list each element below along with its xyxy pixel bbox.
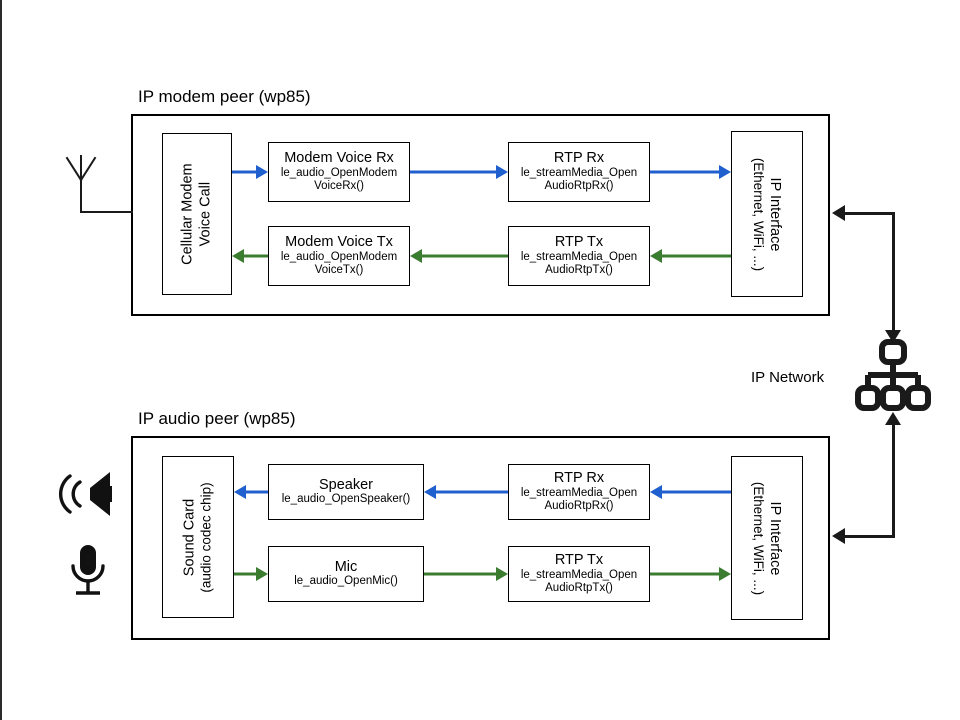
modem-voice-tx-sub2: VoiceTx() <box>314 264 364 277</box>
network-hierarchy-icon <box>855 338 931 419</box>
modem-peer-title: IP modem peer (wp85) <box>138 87 311 106</box>
antenna-icon <box>50 148 140 233</box>
audio-rtp-tx-sub2: AudioRtpTx() <box>545 582 613 595</box>
audio-rtp-tx-title: RTP Tx <box>554 551 604 568</box>
ip-network-label: IP Network <box>751 369 825 386</box>
audio-ip-interface-line1: IP Interface <box>767 501 784 575</box>
modem-ip-interface-line2: (Ethernet, WiFi, ...) <box>751 157 767 271</box>
audio-rtp-tx-sub1: le_streamMedia_Open <box>520 568 638 581</box>
network-link-top-arrowhead-down <box>885 330 901 343</box>
audio-rtp-rx-sub2: AudioRtpRx() <box>544 500 614 513</box>
modem-peer-container <box>131 114 830 316</box>
sound-card-box: Sound Card (audio codec chip) <box>162 456 234 618</box>
audio-ip-interface-box: IP Interface (Ethernet, WiFi, ...) <box>731 456 803 620</box>
modem-rtp-tx-box: RTP Tx le_streamMedia_Open AudioRtpTx() <box>508 226 650 286</box>
mic-sub1: le_audio_OpenMic() <box>294 575 398 588</box>
network-link-bottom-arrowhead-left <box>832 528 845 544</box>
modem-voice-rx-title: Modem Voice Rx <box>284 149 394 166</box>
network-link-top-vertical <box>892 212 895 337</box>
cellular-modem-voice-call-box: Cellular Modem Voice Call <box>162 133 232 295</box>
modem-rtp-tx-title: RTP Tx <box>554 233 604 250</box>
modem-rtp-tx-sub1: le_streamMedia_Open <box>520 250 638 263</box>
speaker-icon <box>58 466 116 523</box>
speaker-title: Speaker <box>318 476 373 493</box>
modem-rtp-rx-title: RTP Rx <box>553 149 605 166</box>
audio-peer-container <box>131 436 830 640</box>
network-link-top-arrowhead-left <box>832 205 845 221</box>
network-link-bottom-arrowhead-up <box>885 412 901 425</box>
mic-title: Mic <box>334 558 358 575</box>
network-link-bottom-vertical <box>892 424 895 538</box>
modem-voice-rx-sub1: le_audio_OpenModem <box>280 166 398 179</box>
cellular-modem-line2: Voice Call <box>198 181 215 247</box>
modem-voice-rx-box: Modem Voice Rx le_audio_OpenModem VoiceR… <box>268 142 410 202</box>
network-link-top-horizontal <box>845 212 895 215</box>
mic-box: Mic le_audio_OpenMic() <box>268 546 424 602</box>
audio-rtp-rx-box: RTP Rx le_streamMedia_Open AudioRtpRx() <box>508 464 650 520</box>
modem-rtp-rx-sub1: le_streamMedia_Open <box>520 166 638 179</box>
audio-rtp-rx-title: RTP Rx <box>553 469 605 486</box>
modem-ip-interface-box: IP Interface (Ethernet, WiFi, ...) <box>731 131 803 297</box>
modem-rtp-rx-sub2: AudioRtpRx() <box>544 180 614 193</box>
microphone-icon <box>66 542 110 605</box>
modem-voice-tx-title: Modem Voice Tx <box>285 233 393 250</box>
network-link-bottom-horizontal <box>845 535 895 538</box>
audio-peer-title: IP audio peer (wp85) <box>138 409 296 428</box>
modem-rtp-rx-box: RTP Rx le_streamMedia_Open AudioRtpRx() <box>508 142 650 202</box>
speaker-sub1: le_audio_OpenSpeaker() <box>281 493 411 506</box>
sound-card-line2: (audio codec chip) <box>198 481 214 593</box>
audio-rtp-tx-box: RTP Tx le_streamMedia_Open AudioRtpTx() <box>508 546 650 602</box>
modem-voice-tx-box: Modem Voice Tx le_audio_OpenModem VoiceT… <box>268 226 410 286</box>
speaker-box: Speaker le_audio_OpenSpeaker() <box>268 464 424 520</box>
modem-voice-rx-sub2: VoiceRx() <box>314 180 364 193</box>
modem-voice-tx-sub1: le_audio_OpenModem <box>280 250 398 263</box>
cellular-modem-line1: Cellular Modem <box>179 163 196 265</box>
audio-ip-interface-line2: (Ethernet, WiFi, ...) <box>751 481 767 595</box>
sound-card-line1: Sound Card <box>181 498 198 576</box>
audio-rtp-rx-sub1: le_streamMedia_Open <box>520 486 638 499</box>
page-left-edge-rule <box>0 0 2 720</box>
modem-ip-interface-line1: IP Interface <box>767 177 784 251</box>
modem-rtp-tx-sub2: AudioRtpTx() <box>545 264 613 277</box>
